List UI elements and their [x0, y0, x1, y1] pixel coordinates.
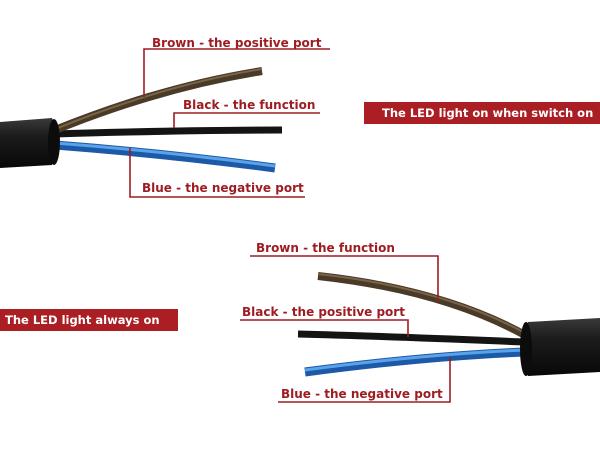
top-blue-wire-highlight [54, 141, 276, 168]
bottom-mode-banner: The LED light always on [0, 309, 178, 331]
top-leader-lines [129, 48, 330, 198]
top-black-leader [173, 112, 320, 128]
top-blue-wire [54, 140, 276, 173]
bottom-brown-wire-highlight [317, 273, 526, 334]
top-black-label: Black - the function [183, 98, 316, 112]
top-blue-leader [129, 148, 305, 198]
top-brown-label: Brown - the positive port [152, 36, 322, 50]
bottom-leader-lines [240, 255, 451, 403]
bottom-black-label: Black - the positive port [242, 305, 405, 319]
bottom-blue-leader [278, 357, 451, 403]
bottom-blue-label: Blue - the negative port [281, 387, 443, 401]
bottom-blue-wire [304, 347, 526, 377]
top-brown-wire-highlight [57, 68, 263, 129]
top-cable-sheath-end [48, 119, 60, 165]
top-cable [0, 67, 283, 173]
bottom-brown-wire [317, 272, 527, 339]
bottom-black-leader [240, 319, 409, 337]
bottom-blue-wire-highlight [304, 348, 526, 372]
bottom-black-wire [297, 330, 526, 346]
bottom-cable-sheath-end [520, 322, 532, 376]
top-brown-leader [143, 48, 330, 97]
top-cable-sheath [0, 118, 57, 168]
bottom-brown-leader [250, 255, 439, 302]
top-blue-label: Blue - the negative port [142, 181, 304, 195]
top-black-wire [54, 126, 283, 138]
top-mode-banner: The LED light on when switch on [364, 102, 600, 124]
bottom-cable [297, 272, 600, 377]
bottom-cable-sheath [522, 318, 600, 376]
bottom-brown-label: Brown - the function [256, 241, 395, 255]
